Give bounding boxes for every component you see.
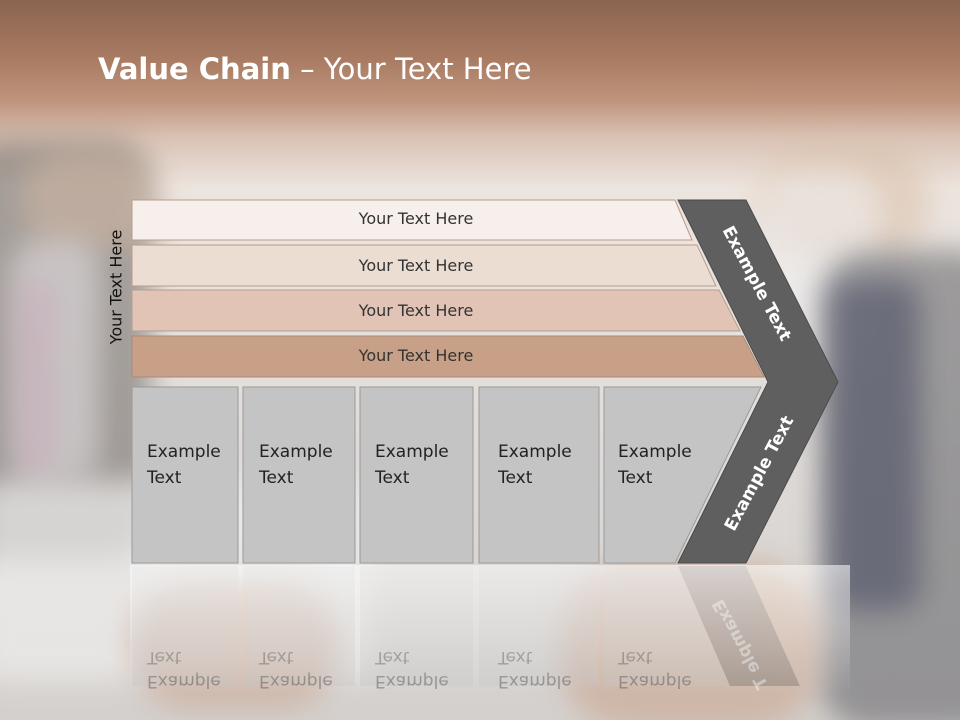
bar-4-label: Your Text Here: [358, 346, 474, 365]
box-4: [478, 386, 600, 564]
bar-3-label: Your Text Here: [358, 301, 474, 320]
bar-1-label: Your Text Here: [358, 209, 474, 228]
box-2: [242, 386, 356, 564]
box-3-text: Example Text: [375, 439, 449, 491]
box-1-line1: Example: [147, 442, 221, 462]
box-4-line1: Example: [498, 442, 572, 462]
box-5: [603, 386, 762, 564]
bar-2: [131, 244, 717, 287]
box-5-line1: Example: [618, 442, 692, 462]
box-3-line2: Text: [375, 468, 410, 488]
background-photo: [18, 280, 52, 480]
bar-1: [131, 199, 693, 241]
reflection-fade: [130, 565, 850, 695]
bar-4: [131, 335, 765, 378]
box-3: [359, 386, 474, 564]
title-rest: – Your Text Here: [290, 52, 532, 86]
bar-2-label: Your Text Here: [358, 256, 474, 275]
box-4-text: Example Text: [498, 439, 572, 491]
box-5-line2: Text: [618, 468, 653, 488]
box-4-line2: Text: [498, 468, 533, 488]
chevron-arrow: [677, 199, 839, 564]
box-5-text: Example Text: [618, 439, 692, 491]
slide-title: Value Chain – Your Text Here: [98, 52, 532, 86]
box-2-text: Example Text: [259, 439, 333, 491]
box-2-line1: Example: [259, 442, 333, 462]
title-bold: Value Chain: [98, 52, 291, 86]
background-photo: [830, 280, 920, 610]
box-1-line2: Text: [147, 468, 182, 488]
box-3-line1: Example: [375, 442, 449, 462]
box-2-line2: Text: [259, 468, 294, 488]
box-1: [131, 386, 239, 564]
bar-3: [131, 289, 741, 332]
box-1-text: Example Text: [147, 439, 221, 491]
